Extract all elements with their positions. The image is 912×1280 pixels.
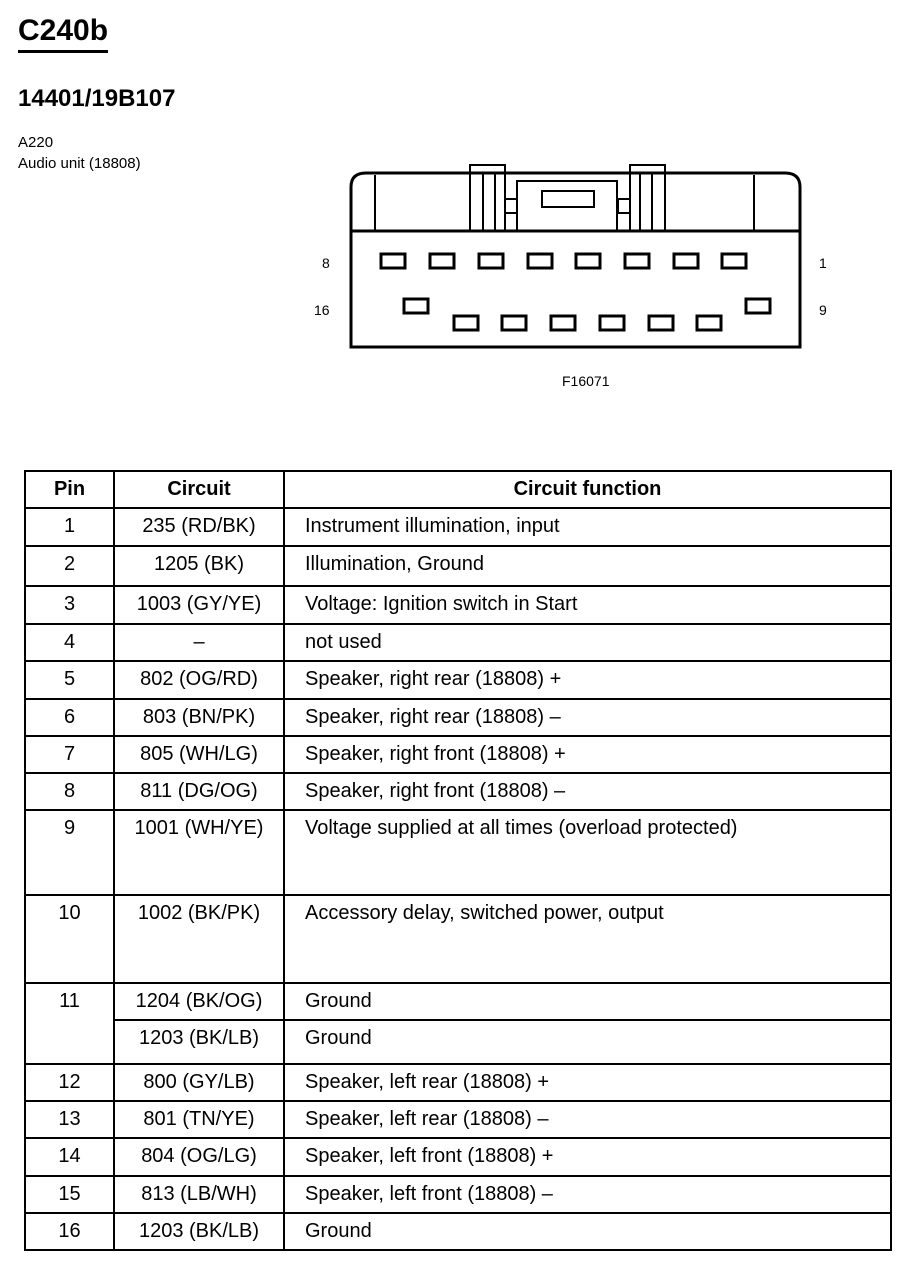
circuit-cell: 803 (BN/PK) (113, 698, 285, 737)
pin-cavity-15 (452, 314, 480, 332)
function-cell: Voltage: Ignition switch in Start (283, 585, 892, 625)
function-cell: Accessory delay, switched power, output (283, 894, 892, 984)
pin-label-8: 8 (322, 255, 330, 271)
function-cell: Speaker, left front (18808) – (283, 1175, 892, 1214)
pin-cell: 10 (24, 894, 115, 984)
pin-table: Pin Circuit Circuit function 1 235 (RD/B… (24, 470, 892, 1251)
figure-id: F16071 (562, 373, 610, 389)
pin-cell: 13 (24, 1100, 115, 1139)
table-row: 11 1204 (BK/OG) Ground (24, 982, 892, 1065)
circuit-cell: 1203 (BK/LB) (113, 1019, 285, 1065)
function-cell: Speaker, right front (18808) + (283, 735, 892, 774)
table-row: 2 1205 (BK) Illumination, Ground (24, 545, 892, 587)
table-row: 3 1003 (GY/YE) Voltage: Ignition switch … (24, 585, 892, 625)
circuit-cell: 802 (OG/RD) (113, 660, 285, 700)
function-cell: Illumination, Ground (283, 545, 892, 587)
pin-label-9: 9 (819, 302, 827, 318)
pin-cavity-16 (402, 297, 430, 315)
pin-cavity-7 (428, 252, 456, 270)
table-row: 5 802 (OG/RD) Speaker, right rear (18808… (24, 660, 892, 700)
function-cell: Instrument illumination, input (283, 507, 892, 547)
table-row: 10 1002 (BK/PK) Accessory delay, switche… (24, 894, 892, 984)
pin-cell: 6 (24, 698, 115, 737)
function-cell: Ground (283, 1019, 892, 1065)
pin-cavity-14 (500, 314, 528, 332)
circuit-cell: 813 (LB/WH) (113, 1175, 285, 1214)
table-row: 4 – not used (24, 623, 892, 662)
pin-cavity-5 (526, 252, 554, 270)
pin-cavity-9 (744, 297, 772, 315)
pin-cavity-3 (623, 252, 651, 270)
circuit-cell: 1204 (BK/OG) (113, 982, 285, 1021)
table-row: 12 800 (GY/LB) Speaker, left rear (18808… (24, 1063, 892, 1102)
pin-cell: 14 (24, 1137, 115, 1177)
pin-cavity-6 (477, 252, 505, 270)
function-cell: Speaker, right rear (18808) + (283, 660, 892, 700)
pin-cavity-12 (598, 314, 626, 332)
circuit-cell: 1205 (BK) (113, 545, 285, 587)
component-name: Audio unit (18808) (18, 155, 141, 172)
table-row: 15 813 (LB/WH) Speaker, left front (1880… (24, 1175, 892, 1214)
table-row: 8 811 (DG/OG) Speaker, right front (1880… (24, 772, 892, 811)
function-cell: Voltage supplied at all times (overload … (283, 809, 892, 896)
pin-cavity-1 (720, 252, 748, 270)
part-number: 14401/19B107 (18, 85, 176, 112)
pin-cell: 16 (24, 1212, 115, 1251)
function-cell: Ground (283, 982, 892, 1021)
function-cell: Ground (283, 1212, 892, 1251)
function-cell: Speaker, left rear (18808) + (283, 1063, 892, 1102)
pin-cell: 9 (24, 809, 115, 896)
function-cell: Speaker, right front (18808) – (283, 772, 892, 811)
pin-cavity-2 (672, 252, 700, 270)
pin-cell: 1 (24, 507, 115, 547)
function-cell: Speaker, left rear (18808) – (283, 1100, 892, 1139)
table-header-row: Pin Circuit Circuit function (24, 470, 892, 509)
circuit-cell: 235 (RD/BK) (113, 507, 285, 547)
pin-cell: 2 (24, 545, 115, 587)
header-pin: Pin (24, 470, 115, 509)
pin-cell: 11 (24, 982, 115, 1065)
table-row: 1 235 (RD/BK) Instrument illumination, i… (24, 507, 892, 547)
table-row: 9 1001 (WH/YE) Voltage supplied at all t… (24, 809, 892, 896)
pin-cell: 12 (24, 1063, 115, 1102)
pin-cavity-10 (695, 314, 723, 332)
connector-face-diagram: 8 1 16 9 (314, 164, 827, 349)
pin-cell: 4 (24, 623, 115, 662)
table-row: 6 803 (BN/PK) Speaker, right rear (18808… (24, 698, 892, 737)
table-row: 14 804 (OG/LG) Speaker, left front (1880… (24, 1137, 892, 1177)
circuit-cell: 800 (GY/LB) (113, 1063, 285, 1102)
pin-cell: 5 (24, 660, 115, 700)
circuit-cell: 804 (OG/LG) (113, 1137, 285, 1177)
circuit-cell: 805 (WH/LG) (113, 735, 285, 774)
pin-cell: 3 (24, 585, 115, 625)
pin-cavity-8 (379, 252, 407, 270)
function-cell: Speaker, left front (18808) + (283, 1137, 892, 1177)
pin-cell: 8 (24, 772, 115, 811)
pin-label-16: 16 (314, 302, 330, 318)
function-cell: Speaker, right rear (18808) – (283, 698, 892, 737)
circuit-cell: 1203 (BK/LB) (113, 1212, 285, 1251)
pin-cell: 7 (24, 735, 115, 774)
circuit-cell: 1003 (GY/YE) (113, 585, 285, 625)
pin-cavity-11 (647, 314, 675, 332)
component-id: A220 (18, 134, 54, 151)
connector-title: C240b (18, 14, 109, 53)
circuit-cell: 811 (DG/OG) (113, 772, 285, 811)
pin-cell: 15 (24, 1175, 115, 1214)
pin-cavity-13 (549, 314, 577, 332)
circuit-cell: 1002 (BK/PK) (113, 894, 285, 984)
table-row: 1203 (BK/LB) Ground (25, 1019, 892, 1065)
table-row: 7 805 (WH/LG) Speaker, right front (1880… (24, 735, 892, 774)
function-cell: not used (283, 623, 892, 662)
table-row: 16 1203 (BK/LB) Ground (24, 1212, 892, 1251)
pin-cavity-4 (574, 252, 602, 270)
header-circuit: Circuit (113, 470, 285, 509)
table-row: 13 801 (TN/YE) Speaker, left rear (18808… (24, 1100, 892, 1139)
pin-label-1: 1 (819, 255, 827, 271)
circuit-cell: 1001 (WH/YE) (113, 809, 285, 896)
header-function: Circuit function (283, 470, 892, 509)
circuit-cell: – (113, 623, 285, 662)
circuit-cell: 801 (TN/YE) (113, 1100, 285, 1139)
